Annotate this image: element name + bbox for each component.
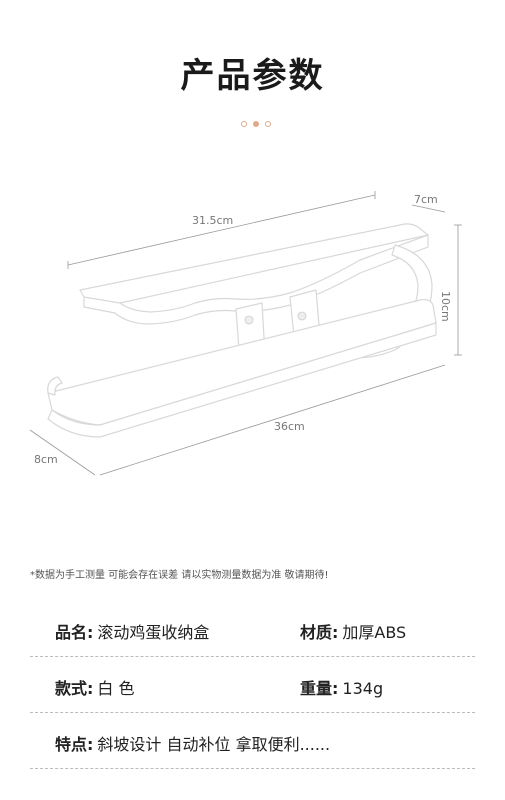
- spec-style-value: 白 色: [97, 679, 135, 698]
- spec-name: 品名:滚动鸡蛋收纳盒: [55, 619, 209, 643]
- dim-width-top-label: 7cm: [414, 193, 438, 206]
- spec-feature: 特点:斜坡设计 自动补位 拿取便利......: [55, 731, 330, 755]
- spec-weight-value: 134g: [342, 679, 384, 698]
- decorative-dots: [241, 121, 271, 129]
- dim-length-top-label: 31.5cm: [192, 214, 234, 227]
- spec-feature-value: 斜坡设计 自动补位 拿取便利......: [97, 735, 331, 754]
- product-dimension-diagram: 31.5cm 7cm 10cm 36cm 8cm: [0, 185, 505, 490]
- dot-icon: [253, 121, 259, 127]
- dim-depth-label: 8cm: [34, 453, 58, 466]
- spec-row-1: 品名:滚动鸡蛋收纳盒 材质:加厚ABS: [30, 601, 475, 657]
- dim-length-bottom-label: 36cm: [274, 420, 305, 433]
- spec-row-2: 款式:白 色 重量:134g: [30, 657, 475, 713]
- spec-feature-label: 特点:: [55, 735, 94, 754]
- measurement-note: *数据为手工测量 可能会存在误差 请以实物测量数据为准 敬请期待!: [30, 570, 329, 581]
- dashed-divider: [30, 712, 475, 713]
- spec-weight-label: 重量:: [300, 679, 339, 698]
- page-title: 产品参数: [180, 56, 325, 96]
- dashed-divider: [30, 656, 475, 657]
- spec-material-label: 材质:: [300, 623, 339, 642]
- dim-height-label: 10cm: [439, 291, 452, 322]
- dashed-divider: [30, 768, 475, 769]
- dot-icon: [241, 121, 247, 127]
- egg-rack-illustration: [29, 191, 462, 476]
- spec-name-value: 滚动鸡蛋收纳盒: [97, 623, 210, 642]
- spec-row-3: 特点:斜坡设计 自动补位 拿取便利......: [30, 713, 475, 769]
- spec-style: 款式:白 色: [55, 675, 135, 699]
- spec-material: 材质:加厚ABS: [300, 619, 406, 643]
- spec-name-label: 品名:: [55, 623, 94, 642]
- spec-material-value: 加厚ABS: [342, 623, 407, 642]
- spec-style-label: 款式:: [55, 679, 94, 698]
- dot-icon: [265, 121, 271, 127]
- spec-weight: 重量:134g: [300, 675, 383, 699]
